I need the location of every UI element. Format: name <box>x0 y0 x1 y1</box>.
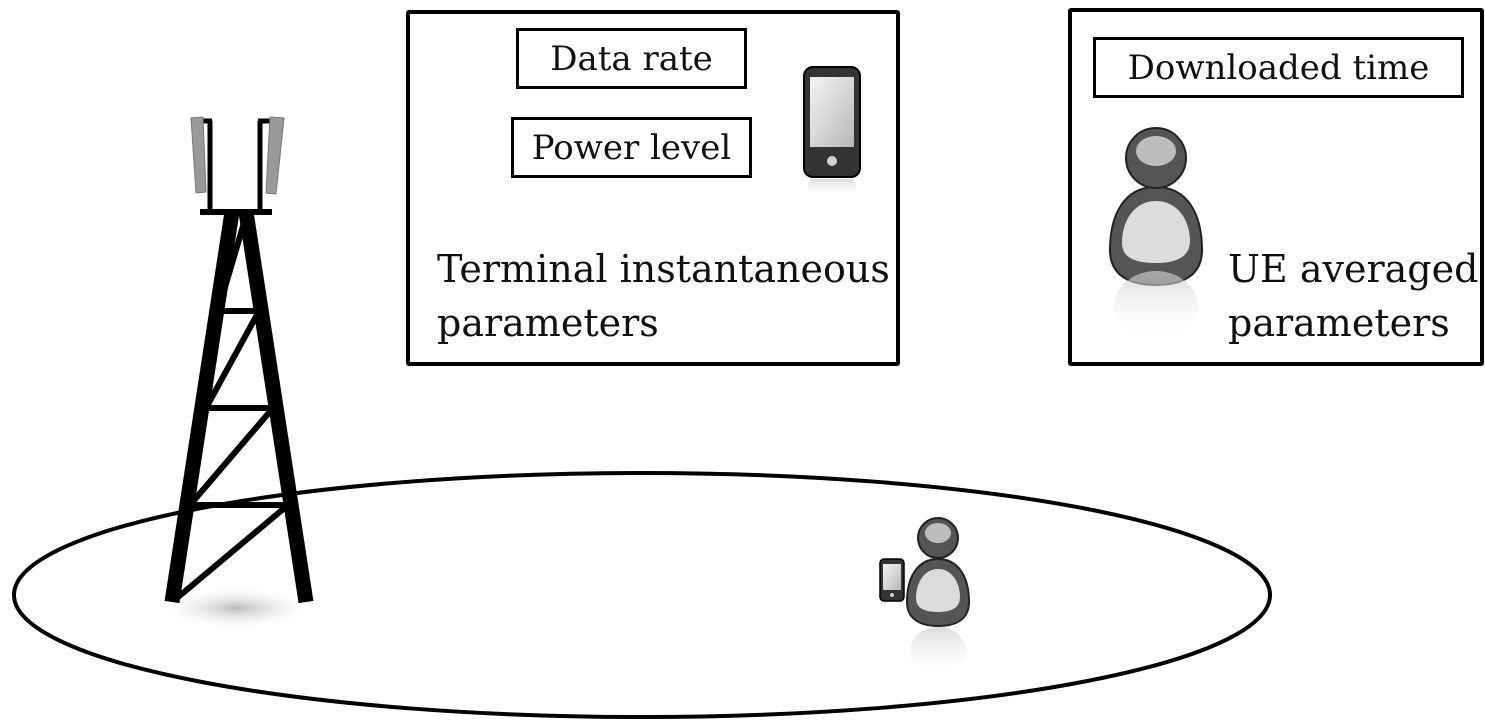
small-user-icon <box>905 517 971 675</box>
terminal-caption-line1: Terminal instantaneous <box>437 247 890 291</box>
small-smartphone-icon <box>879 558 905 602</box>
terminal-caption-line2: parameters <box>437 301 659 345</box>
ue-caption-line1: UE averaged <box>1228 247 1479 291</box>
ue-caption-line2: parameters <box>1228 301 1450 345</box>
data-rate-label: Data rate <box>516 28 747 89</box>
user-icon <box>1108 127 1204 343</box>
downloaded-time-label: Downloaded time <box>1093 37 1464 98</box>
smartphone-icon <box>803 66 861 197</box>
power-level-label: Power level <box>511 117 752 178</box>
